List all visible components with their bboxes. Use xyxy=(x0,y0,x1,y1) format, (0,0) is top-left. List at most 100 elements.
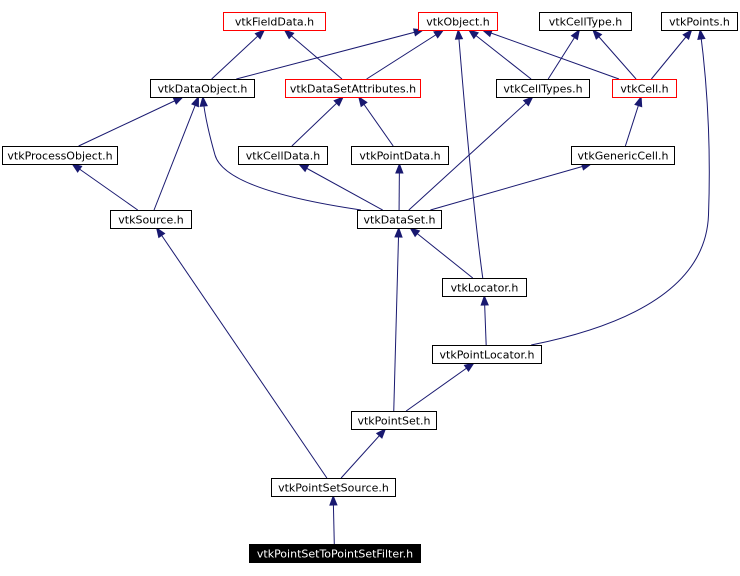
node-box xyxy=(2,146,118,165)
edge-vtkDataSet-to-vtkCellData xyxy=(298,163,383,211)
graph-edges xyxy=(71,28,710,545)
arrowhead-vtkDataObject xyxy=(199,95,208,107)
node-vtkFieldData[interactable]: vtkFieldData.h xyxy=(223,12,326,31)
node-label: vtkCellData.h xyxy=(246,150,321,163)
edge-vtkCell-to-vtkObject xyxy=(482,29,620,80)
arrowhead-vtkObject xyxy=(454,28,464,40)
node-box xyxy=(442,278,527,297)
node-box xyxy=(357,210,442,229)
node-label: vtkProcessObject.h xyxy=(7,150,112,163)
node-label: vtkPointSetToPointSetFilter.h xyxy=(257,548,413,561)
arrowhead-vtkDataSet xyxy=(409,227,421,238)
node-vtkCell[interactable]: vtkCell.h xyxy=(612,79,677,98)
edge-vtkDataObject-to-vtkObject xyxy=(236,29,424,80)
node-box xyxy=(418,12,498,31)
node-label: vtkGenericCell.h xyxy=(578,150,669,163)
node-label: vtkPoints.h xyxy=(669,16,730,29)
node-label: vtkObject.h xyxy=(426,16,490,29)
node-vtkObject[interactable]: vtkObject.h xyxy=(418,12,498,31)
arrowhead-vtkPoints xyxy=(697,28,706,40)
node-vtkCellData[interactable]: vtkCellData.h xyxy=(238,146,328,165)
node-vtkDataSetAttributes[interactable]: vtkDataSetAttributes.h xyxy=(285,79,421,98)
node-vtkCellType[interactable]: vtkCellType.h xyxy=(539,12,632,31)
node-box xyxy=(351,146,449,165)
edge-vtkDataSetAttributes-to-vtkFieldData xyxy=(284,29,343,80)
graph-nodes: vtkFieldData.h vtkObject.h vtkCellType.h vt… xyxy=(2,12,738,563)
arrowhead-vtkObject xyxy=(467,29,479,40)
node-box xyxy=(249,544,421,563)
node-label: vtkDataSet.h xyxy=(364,214,436,227)
node-box xyxy=(432,345,542,364)
arrowhead-vtkPointSet xyxy=(375,427,387,439)
node-vtkPointData[interactable]: vtkPointData.h xyxy=(351,146,449,165)
node-box xyxy=(150,79,255,98)
node-vtkPointSet[interactable]: vtkPointSet.h xyxy=(351,411,437,430)
edge-vtkPointSetSource-to-vtkPointSet xyxy=(340,428,386,479)
node-box xyxy=(571,146,675,165)
node-box xyxy=(110,210,192,229)
edge-vtkPointSetSource-to-vtkSource xyxy=(156,227,328,479)
node-vtkLocator[interactable]: vtkLocator.h xyxy=(442,278,527,297)
node-box xyxy=(351,411,437,430)
node-vtkPointSetSource[interactable]: vtkPointSetSource.h xyxy=(271,478,396,497)
node-box xyxy=(539,12,632,31)
node-box xyxy=(223,12,326,31)
edge-vtkProcessObject-to-vtkDataObject xyxy=(78,96,184,147)
edge-vtkPointSet-to-vtkDataSet xyxy=(393,227,400,412)
node-vtkDataSet[interactable]: vtkDataSet.h xyxy=(357,210,442,229)
node-box xyxy=(285,79,421,98)
arrowhead-vtkObject xyxy=(433,29,445,39)
arrowhead-vtkPoints xyxy=(682,28,693,41)
arrowhead-vtkLocator xyxy=(480,294,489,306)
node-vtkCellTypes[interactable]: vtkCellTypes.h xyxy=(496,79,590,98)
edge-vtkCellTypes-to-vtkCellType xyxy=(547,29,580,80)
node-box xyxy=(271,478,396,497)
edge-vtkCellData-to-vtkDataSetAttributes xyxy=(291,96,344,147)
node-vtkGenericCell[interactable]: vtkGenericCell.h xyxy=(571,146,675,165)
node-box xyxy=(612,79,677,98)
edge-vtkCell-to-vtkCellType xyxy=(592,29,637,80)
node-label: vtkPointLocator.h xyxy=(440,349,535,362)
node-vtkDataObject[interactable]: vtkDataObject.h xyxy=(150,79,255,98)
arrowhead-vtkCellType xyxy=(592,28,603,40)
node-vtkPoints[interactable]: vtkPoints.h xyxy=(661,12,738,31)
node-label: vtkCell.h xyxy=(620,83,668,96)
arrowhead-vtkPointData xyxy=(395,162,404,174)
edge-vtkPointLocator-to-vtkPoints xyxy=(531,29,710,346)
node-label: vtkPointSetSource.h xyxy=(278,482,389,495)
edge-vtkPointData-to-vtkDataSetAttributes xyxy=(358,96,394,147)
node-vtkProcessObject[interactable]: vtkProcessObject.h xyxy=(2,146,118,165)
node-box xyxy=(661,12,738,31)
arrowhead-vtkDataSet xyxy=(394,226,403,238)
node-vtkPointLocator[interactable]: vtkPointLocator.h xyxy=(432,345,542,364)
edge-vtkDataObject-to-vtkFieldData xyxy=(211,29,265,80)
edge-vtkCellTypes-to-vtkObject xyxy=(468,29,532,80)
edge-vtkDataSetAttributes-to-vtkObject xyxy=(366,29,444,80)
arrowhead-vtkPointLocator xyxy=(463,362,475,372)
node-label: vtkFieldData.h xyxy=(235,16,314,29)
node-vtkSource[interactable]: vtkSource.h xyxy=(110,210,192,229)
arrowhead-vtkSource xyxy=(155,226,166,239)
node-box xyxy=(496,79,590,98)
arrowhead-vtkFieldData xyxy=(283,29,295,40)
node-label: vtkCellType.h xyxy=(549,16,623,29)
node-label: vtkDataSetAttributes.h xyxy=(290,83,416,96)
edge-vtkLocator-to-vtkObject xyxy=(457,29,484,279)
edge-vtkDataSet-to-vtkGenericCell xyxy=(430,163,592,211)
arrowhead-vtkProcessObject xyxy=(71,163,83,173)
edge-vtkPointSet-to-vtkPointLocator xyxy=(405,362,475,412)
edge-vtkCell-to-vtkPoints xyxy=(651,29,692,80)
node-label: vtkPointSet.h xyxy=(357,415,430,428)
edge-vtkSource-to-vtkProcessObject xyxy=(72,163,138,211)
node-vtkPointSetToPointSetFilter: vtkPointSetToPointSetFilter.h xyxy=(249,544,421,563)
arrowhead-vtkDataObject xyxy=(191,95,199,108)
edge-vtkDataSet-to-vtkCellTypes xyxy=(408,96,533,211)
arrowhead-vtkCell xyxy=(634,95,643,108)
node-label: vtkLocator.h xyxy=(451,282,519,295)
node-label: vtkCellTypes.h xyxy=(503,83,582,96)
edge-vtkLocator-to-vtkDataSet xyxy=(409,227,474,279)
node-box xyxy=(238,146,328,165)
arrowhead-vtkCellTypes xyxy=(522,96,534,107)
node-label: vtkPointData.h xyxy=(359,150,440,163)
